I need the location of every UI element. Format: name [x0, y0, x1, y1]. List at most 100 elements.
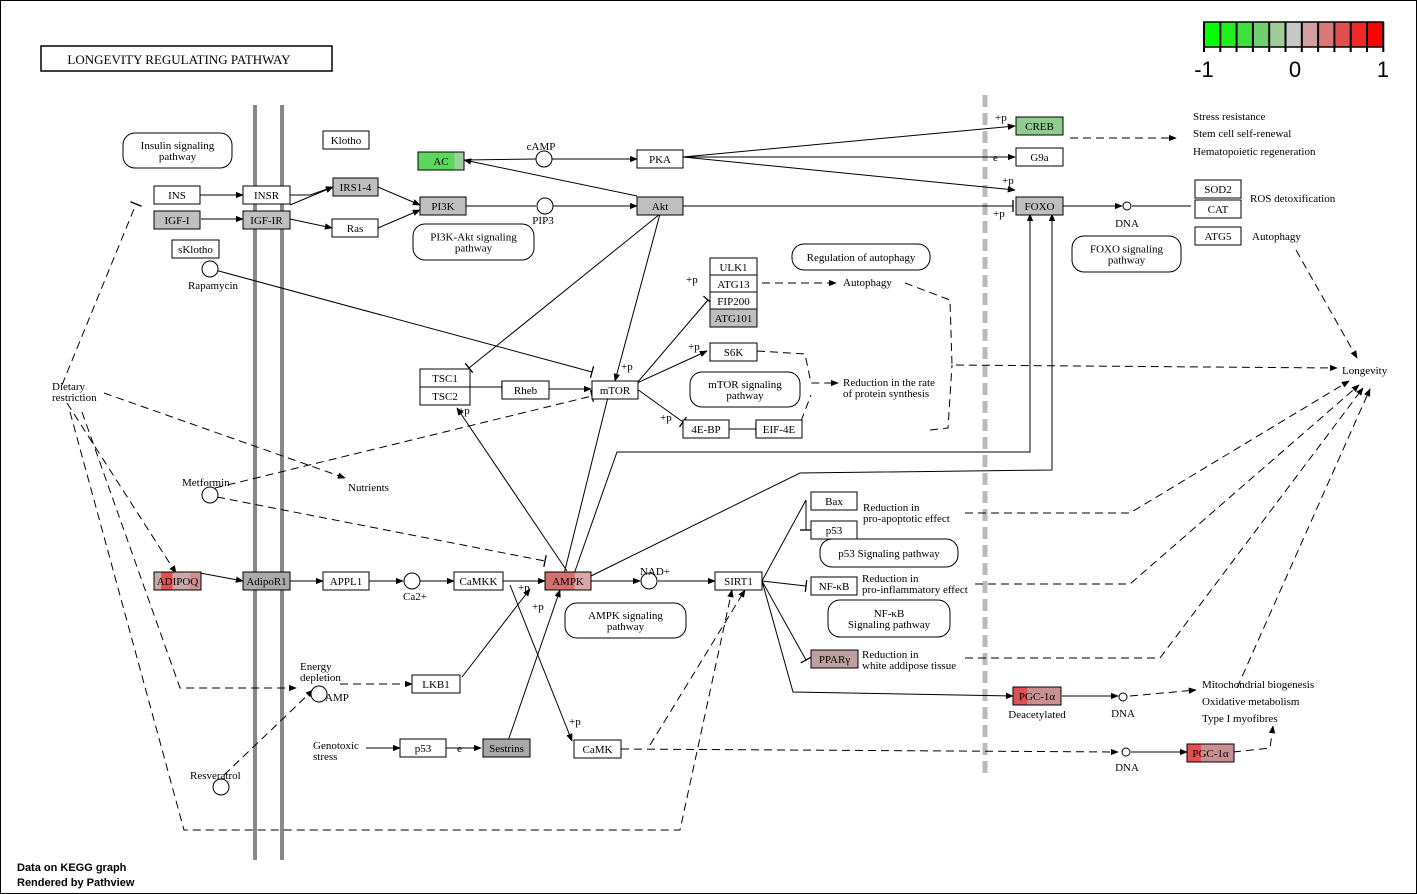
pathway-label: FOXO signaling — [1090, 244, 1164, 256]
gene-node-sklotho[interactable]: sKlotho — [171, 239, 220, 259]
gene-border — [242, 571, 291, 591]
gene-node-atg101[interactable]: ATG101 — [709, 308, 758, 328]
label-rapamycin: Rapamycin — [188, 280, 239, 292]
gene-border — [1186, 743, 1235, 763]
pathway-label: AMPK signaling — [588, 610, 663, 622]
gene-node-rheb[interactable]: Rheb — [501, 380, 550, 400]
gene-node-irs1_4[interactable]: IRS1-4 — [332, 177, 379, 197]
gene-node-mtor[interactable]: mTOR — [591, 380, 639, 400]
gene-node-camkk[interactable]: CaMKK — [453, 571, 504, 591]
gene-node-nfkb[interactable]: NF-κB — [810, 576, 858, 596]
gene-node-igf_ir[interactable]: IGF-IR — [242, 210, 291, 230]
pathway-label: pathway — [159, 151, 197, 163]
pathway-link-p53-pathway[interactable]: p53 Signaling pathway — [819, 538, 959, 568]
gene-label: NF-κB — [819, 581, 850, 593]
gene-node-atg13[interactable]: ATG13 — [709, 274, 758, 294]
gene-node-atg5[interactable]: ATG5 — [1194, 226, 1242, 246]
phosphorylation-mark: +p — [995, 112, 1007, 124]
gene-label: IGF-I — [164, 215, 189, 227]
gene-node-eif4e[interactable]: EIF-4E — [755, 419, 803, 439]
gene-node-tsc2[interactable]: TSC2 — [419, 386, 471, 406]
gene-node-pgc1a_2[interactable]: PGC-1α — [1186, 743, 1235, 763]
gene-node-lkb1[interactable]: LKB1 — [411, 674, 461, 694]
gene-label: sKlotho — [178, 244, 213, 256]
gene-node-s6k[interactable]: S6K — [709, 342, 758, 362]
compound-node[interactable] — [536, 197, 554, 215]
gene-node-sirt1[interactable]: SIRT1 — [714, 571, 763, 591]
gene-label: AdipoR1 — [246, 576, 286, 588]
gene-node-tsc1[interactable]: TSC1 — [419, 368, 471, 388]
compound-node[interactable] — [535, 150, 553, 168]
gene-node-g9a[interactable]: G9a — [1015, 147, 1064, 167]
gene-node-bax[interactable]: Bax — [810, 491, 858, 511]
label-energy: depletion — [300, 672, 341, 684]
pathway-box — [827, 599, 951, 638]
gene-node-foxo[interactable]: FOXO — [1015, 196, 1064, 216]
gene-label: PI3K — [431, 201, 454, 213]
gene-node-ppary[interactable]: PPARγ — [810, 649, 859, 669]
gene-node-pka[interactable]: PKA — [636, 149, 684, 169]
gene-node-sestrins[interactable]: Sestrins — [482, 738, 531, 758]
compound-node[interactable] — [640, 572, 658, 590]
compound-node[interactable] — [212, 778, 230, 796]
dna-node — [1118, 692, 1128, 702]
gene-node-insr[interactable]: INSR — [242, 185, 291, 205]
gene-node-p53b[interactable]: p53 — [399, 738, 447, 758]
pathway-link-reg-autophagy[interactable]: Regulation of autophagy — [791, 243, 931, 271]
pathway-label: Regulation of autophagy — [807, 252, 916, 264]
inhibition-bar — [589, 366, 595, 378]
gene-node-ebp4[interactable]: 4E-BP — [682, 419, 730, 439]
compound-node[interactable] — [201, 260, 219, 278]
gene-node-sod2[interactable]: SOD2 — [1194, 179, 1242, 199]
edge — [756, 350, 839, 387]
gene-node-adipor1[interactable]: AdipoR1 — [242, 571, 291, 591]
compound-node[interactable] — [310, 685, 328, 703]
gene-node-pgc1a_1[interactable]: PGC-1α — [1012, 686, 1062, 706]
gene-node-ras[interactable]: Ras — [331, 218, 379, 238]
gene-node-ac[interactable]: AC — [417, 151, 465, 171]
pathway-box — [412, 223, 535, 261]
gene-border — [1194, 179, 1242, 199]
edge — [61, 203, 137, 386]
compound-node[interactable] — [201, 486, 219, 504]
edges — [61, 123, 1371, 831]
gene-node-akt[interactable]: Akt — [636, 196, 684, 216]
phosphorylation-mark: +p — [686, 274, 698, 286]
gene-border — [411, 674, 461, 694]
gene-label: S6K — [724, 347, 744, 359]
edge — [975, 384, 1360, 585]
compound-node[interactable] — [403, 572, 421, 590]
gene-node-igf_i[interactable]: IGF-I — [153, 210, 201, 230]
gene-node-creb[interactable]: CREB — [1015, 116, 1064, 136]
edge — [81, 411, 297, 692]
gene-node-appl1[interactable]: APPL1 — [322, 571, 370, 591]
gene-node-adipoq[interactable]: ADIPOQ — [153, 571, 202, 591]
gene-node-fip200[interactable]: FIP200 — [709, 291, 758, 311]
edge — [1295, 249, 1358, 359]
gene-node-ins[interactable]: INS — [153, 185, 201, 205]
page-title: LONGEVITY REGULATING PATHWAY — [67, 52, 291, 67]
pathway-label: p53 Signaling pathway — [838, 548, 940, 560]
label-metformin: Metformin — [182, 477, 230, 489]
gene-node-p53a[interactable]: p53 — [810, 520, 858, 540]
gene-node-ulk1[interactable]: ULK1 — [709, 257, 758, 277]
gene-node-klotho[interactable]: Klotho — [322, 130, 370, 150]
gene-node-cat[interactable]: CAT — [1194, 199, 1242, 219]
gene-node-camk[interactable]: CaMK — [573, 739, 622, 759]
label-red-inflam: pro-inflammatory effect — [862, 584, 968, 596]
gene-label: LKB1 — [422, 679, 450, 691]
label-nutrients: Nutrients — [348, 482, 389, 494]
gene-node-pi3k[interactable]: PI3K — [419, 196, 467, 216]
legend-swatch — [1301, 22, 1319, 47]
gene-node-ampk[interactable]: AMPK — [544, 571, 592, 591]
label-red-protein: of protein synthesis — [843, 388, 929, 400]
edge — [1129, 687, 1197, 697]
gene-label: Ras — [347, 223, 364, 235]
